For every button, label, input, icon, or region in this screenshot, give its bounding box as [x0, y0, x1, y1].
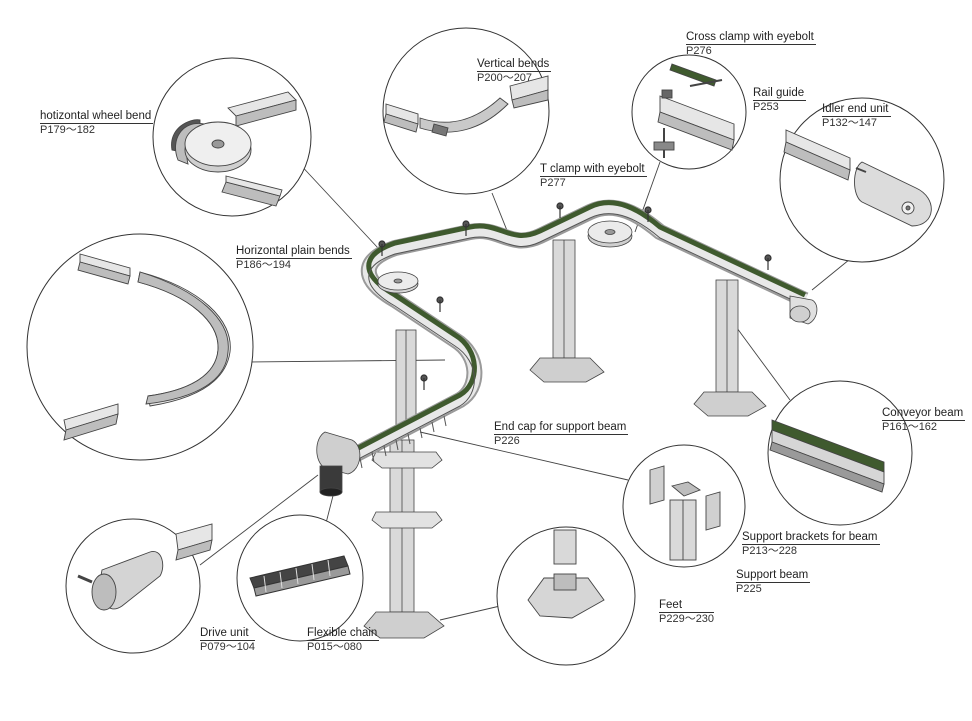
- label-pages: P229～230: [659, 613, 715, 625]
- detail-feet: [496, 526, 636, 666]
- label-pages: P277: [540, 177, 566, 189]
- label-pages: P226: [494, 435, 520, 447]
- label-title: Drive unit: [200, 627, 256, 641]
- support-leg-center: [529, 239, 605, 383]
- label-title: Support brackets for beam: [742, 531, 880, 545]
- clamps-on-track: [378, 202, 772, 390]
- label-end-cap: End cap for support beam P226: [494, 421, 629, 448]
- label-title: Conveyor beam: [882, 407, 966, 421]
- wheel-bend-disc-right: [587, 220, 633, 248]
- label-title: hotizontal wheel bend: [40, 110, 154, 124]
- detail-horizontal-wheel-bend: [152, 57, 312, 217]
- label-pages: P015～080: [307, 641, 363, 653]
- label-title: T clamp with eyebolt: [540, 163, 647, 177]
- drive-unit-on-track: [316, 431, 361, 497]
- label-title: Horizontal plain bends: [236, 245, 352, 259]
- label-horizontal-wheel-bend: hotizontal wheel bend P179～182: [40, 110, 154, 137]
- idler-end-on-track: [789, 295, 818, 325]
- label-pages: P079～104: [200, 641, 256, 653]
- label-flexible-chain: Flexible chain P015～080: [307, 627, 380, 654]
- support-leg-left-upper: [395, 329, 417, 431]
- detail-flexible-chain: [236, 514, 364, 642]
- label-cross-clamp: Cross clamp with eyebolt P276: [686, 31, 816, 58]
- main-assembly: [316, 199, 818, 639]
- label-support-beam: Support beam P225: [736, 569, 811, 596]
- label-horizontal-plain-bends: Horizontal plain bends P186～194: [236, 245, 352, 272]
- leader-feet: [439, 605, 501, 621]
- label-pages: P276: [686, 45, 712, 57]
- label-t-clamp: T clamp with eyebolt P277: [540, 163, 647, 190]
- label-pages: P253: [753, 101, 779, 113]
- detail-drive-unit: [65, 518, 213, 654]
- label-pages: P161～162: [882, 421, 938, 433]
- label-idler-end-unit: Idler end unit P132～147: [822, 103, 891, 130]
- detail-vertical-bends: [382, 27, 550, 195]
- label-feet: Feet P229～230: [659, 599, 715, 626]
- label-pages: P186～194: [236, 259, 292, 271]
- detail-clamps: [631, 54, 747, 170]
- detail-horizontal-plain-bends: [26, 233, 254, 461]
- detail-support-beam: [622, 444, 746, 568]
- label-title: Rail guide: [753, 87, 807, 101]
- label-support-brackets: Support brackets for beam P213～228: [742, 531, 880, 558]
- chain-underside: [359, 415, 447, 469]
- leader-end-cap: [419, 431, 629, 481]
- label-drive-unit: Drive unit P079～104: [200, 627, 256, 654]
- label-pages: P200～207: [477, 72, 533, 84]
- detail-conveyor-beam: [767, 380, 913, 526]
- label-title: Support beam: [736, 569, 811, 583]
- detail-idler-end-unit: [779, 97, 945, 263]
- label-title: Flexible chain: [307, 627, 380, 641]
- label-pages: P213～228: [742, 545, 798, 557]
- flexible-chain-on-track: [343, 200, 807, 458]
- support-leg-front: [363, 439, 445, 639]
- label-title: Cross clamp with eyebolt: [686, 31, 816, 45]
- label-pages: P132～147: [822, 117, 878, 129]
- label-title: Vertical bends: [477, 58, 552, 72]
- support-leg-right: [693, 279, 767, 417]
- wheel-bend-disc-left: [377, 271, 419, 294]
- label-pages: P225: [736, 583, 762, 595]
- label-title: Idler end unit: [822, 103, 891, 117]
- label-vertical-bends: Vertical bends P200～207: [477, 58, 552, 85]
- leader-drive: [199, 474, 319, 566]
- label-title: Feet: [659, 599, 715, 613]
- label-rail-guide: Rail guide P253: [753, 87, 807, 114]
- label-title: End cap for support beam: [494, 421, 629, 435]
- leader-wheel-bend: [295, 159, 379, 249]
- label-conveyor-beam: Conveyor beam P161～162: [882, 407, 966, 434]
- label-pages: P179～182: [40, 124, 96, 136]
